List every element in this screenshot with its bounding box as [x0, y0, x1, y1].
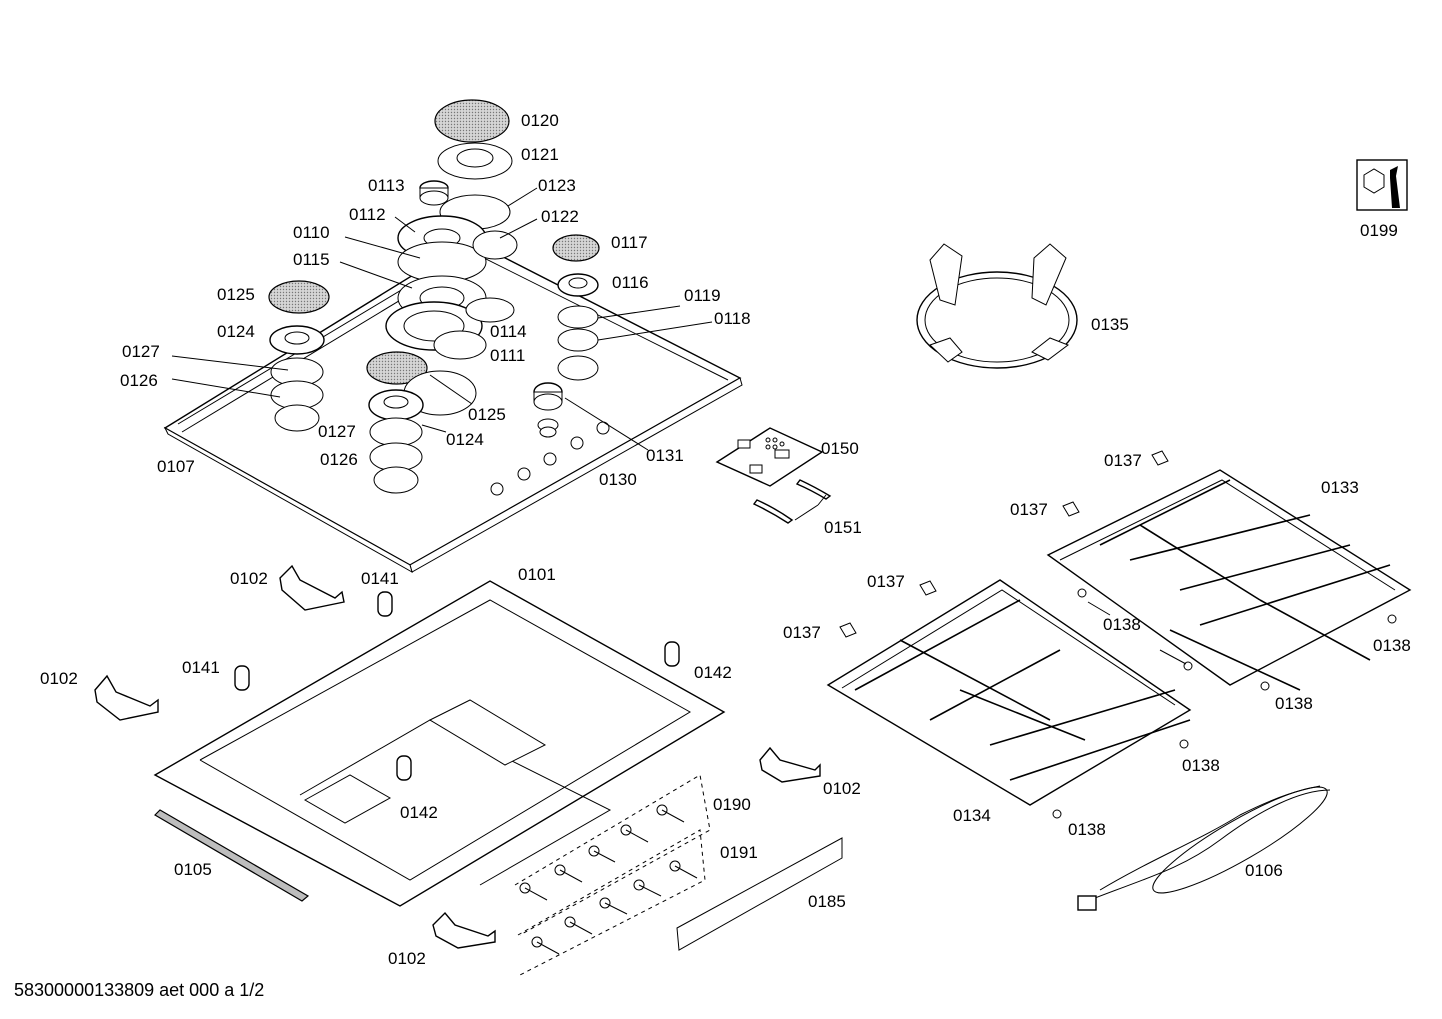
label-0126-a: 0126	[120, 371, 158, 390]
label-0127-b: 0127	[318, 422, 356, 441]
label-0135: 0135	[1091, 315, 1129, 334]
label-0137-b: 0137	[1010, 500, 1048, 519]
label-0114: 0114	[490, 322, 527, 341]
label-0102-d: 0102	[388, 949, 426, 968]
label-0141-a: 0141	[361, 569, 399, 588]
label-0126-b: 0126	[320, 450, 358, 469]
label-0138-a: 0138	[1103, 615, 1141, 634]
front-burner	[366, 351, 477, 494]
power-cable	[1077, 785, 1331, 911]
leader-lines	[171, 187, 1187, 665]
label-0137-d: 0137	[783, 623, 821, 642]
pan-support-left	[826, 579, 1192, 806]
label-0141-b: 0141	[182, 658, 220, 677]
label-0199: 0199	[1360, 221, 1398, 240]
label-0138-e: 0138	[1068, 820, 1106, 839]
base-tray	[153, 580, 726, 907]
label-0138-c: 0138	[1275, 694, 1313, 713]
wok-ring	[916, 243, 1078, 369]
label-0131: 0131	[646, 446, 684, 465]
label-0124-a: 0124	[217, 322, 255, 341]
label-0191: 0191	[720, 843, 758, 862]
label-0190: 0190	[713, 795, 751, 814]
label-0102-a: 0102	[230, 569, 268, 588]
pan-support-right	[1046, 469, 1412, 691]
label-0106: 0106	[1245, 861, 1283, 880]
label-0138-b: 0138	[1373, 636, 1411, 655]
rear-small-burner	[552, 234, 600, 381]
label-0110: 0110	[293, 223, 330, 242]
label-0101: 0101	[518, 565, 556, 584]
label-0185: 0185	[808, 892, 846, 911]
label-0133: 0133	[1321, 478, 1359, 497]
rubber-feet	[839, 450, 1397, 819]
label-0150: 0150	[821, 439, 859, 458]
label-0102-b: 0102	[40, 669, 78, 688]
label-0137-c: 0137	[867, 572, 905, 591]
label-0125-a: 0125	[217, 285, 255, 304]
label-0117: 0117	[611, 233, 648, 252]
label-0125-b: 0125	[468, 405, 506, 424]
brackets	[94, 564, 821, 949]
label-0122: 0122	[541, 207, 579, 226]
label-0121: 0121	[521, 145, 559, 164]
label-0137-a: 0137	[1104, 451, 1142, 470]
label-0123: 0123	[538, 176, 576, 195]
control-knob	[533, 382, 563, 438]
large-burner-assembly	[385, 99, 518, 360]
label-0118: 0118	[714, 309, 751, 328]
label-0116: 0116	[612, 273, 649, 292]
label-0107: 0107	[157, 457, 195, 476]
label-0142-a: 0142	[694, 663, 732, 682]
label-0113: 0113	[368, 176, 405, 195]
label-0124-b: 0124	[446, 430, 484, 449]
label-0102-c: 0102	[823, 779, 861, 798]
label-0151: 0151	[824, 518, 862, 537]
label-0112: 0112	[349, 205, 386, 224]
label-0105: 0105	[174, 860, 212, 879]
label-0138-d: 0138	[1182, 756, 1220, 775]
label-0119: 0119	[684, 286, 721, 305]
support-feet	[234, 591, 680, 781]
tool-icon	[1356, 159, 1408, 211]
label-0142-b: 0142	[400, 803, 438, 822]
label-0111: 0111	[490, 346, 525, 365]
label-0115: 0115	[293, 250, 330, 269]
seal-strip	[154, 809, 310, 902]
label-0134: 0134	[953, 806, 991, 825]
label-0127-a: 0127	[122, 342, 160, 361]
label-strip	[676, 837, 843, 951]
label-0130: 0130	[599, 470, 637, 489]
document-number: 58300000133809 aet 000 a 1/2	[14, 980, 265, 1000]
left-burner	[268, 280, 330, 432]
part-labels: 0120 0121 0113 0123 0112 0122 0110 0117 …	[40, 111, 1411, 968]
control-board	[715, 427, 832, 524]
label-0120: 0120	[521, 111, 559, 130]
screw-set	[514, 774, 711, 976]
